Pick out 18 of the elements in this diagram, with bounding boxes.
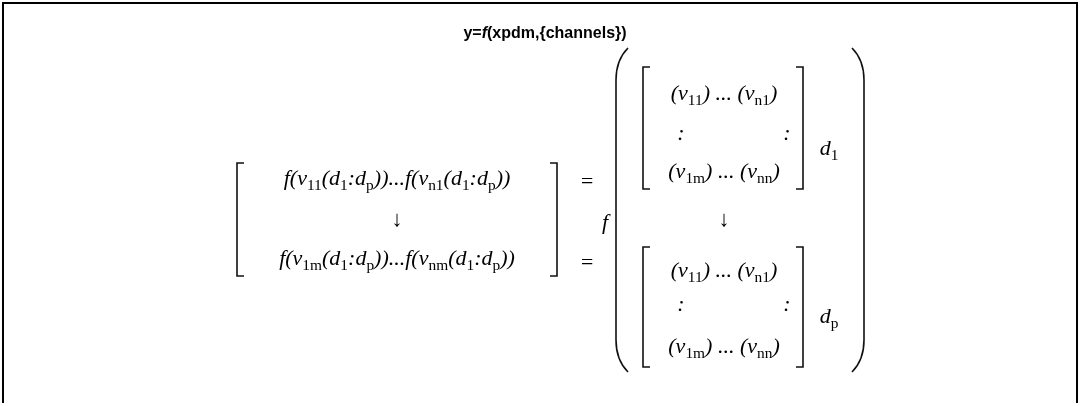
matrix-row: (v$_{1m}$) ... (v$_{nn}$) (668, 333, 780, 363)
equals-sign: = (579, 168, 595, 194)
vertical-dots: : (783, 291, 791, 317)
matrix-row: (v$_{11}$) ... (v$_{n1}$) (670, 80, 778, 110)
down-arrow-symbol: ↓ (391, 206, 403, 232)
matrix-row: f(v$_{11}$(d$_{1}$:d$_{p}$))...f(v$_{n1}$(d$_{1}$:d$_{p}$)) (283, 165, 511, 195)
vertical-dots: : (677, 120, 685, 146)
index-label: d$_{p}$ (819, 303, 839, 333)
matrix-row: (v$_{11}$) ... (v$_{n1}$) (670, 257, 778, 287)
down-arrow-symbol: ↓ (718, 206, 730, 232)
index-label: d$_{1}$ (819, 135, 839, 165)
vertical-dots: : (783, 120, 791, 146)
formula-title: y=f(xpdm,{channels}) (463, 24, 627, 42)
vertical-dots: : (677, 291, 685, 317)
equals-sign: = (579, 249, 595, 275)
function-symbol: f (601, 209, 609, 235)
matrix-row: (v$_{1m}$) ... (v$_{nn}$) (668, 158, 780, 188)
matrix-row: f(v$_{1m}$(d$_{1}$:d$_{p}$))...f(v$_{nm}$(d$_{1}$:d$_{p}$)) (279, 245, 515, 275)
